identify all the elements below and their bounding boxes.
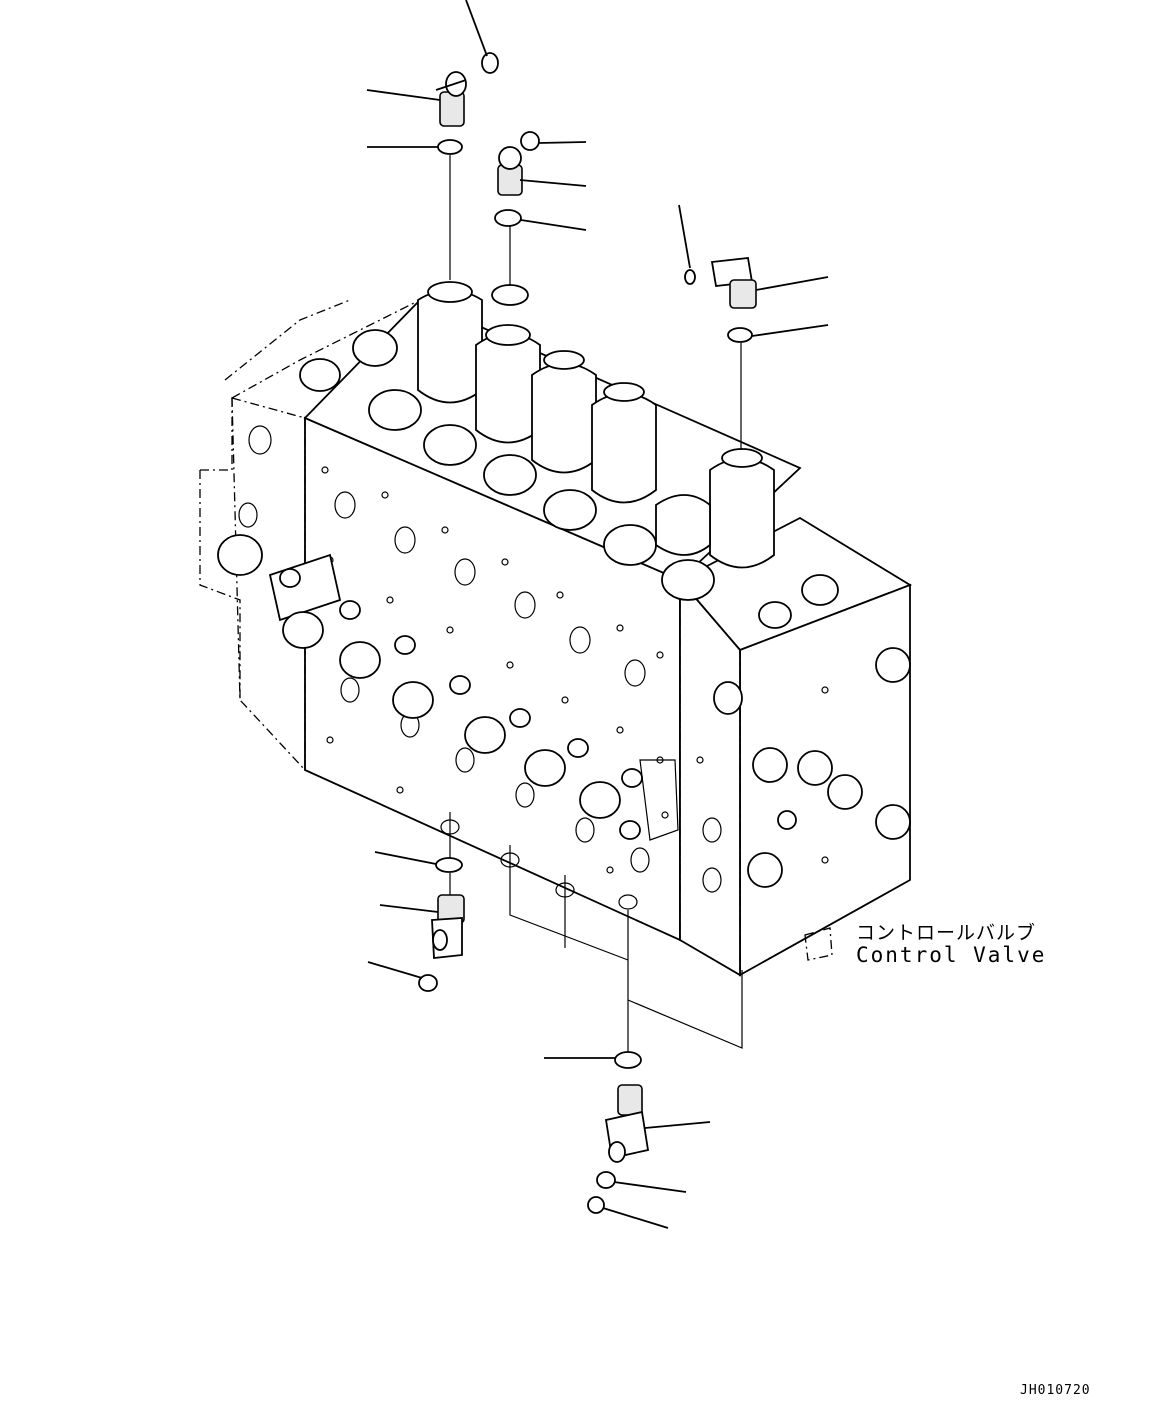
- end-block-bolts: [696, 647, 911, 893]
- top-hex-plugs: [217, 329, 839, 629]
- upper-left-elbow-fitting: [435, 71, 467, 127]
- assembly-center-lines: [449, 155, 743, 1052]
- leader-lines: [366, 0, 829, 1229]
- lower-left-elbow-fitting: [431, 894, 465, 959]
- spool-caps: [268, 553, 679, 841]
- upper-right-elbow-fitting: [710, 257, 757, 309]
- relief-valve-caps: [417, 281, 775, 569]
- component-label-english: Control Valve: [856, 943, 1047, 967]
- drawing-code: JH010720: [1020, 1383, 1091, 1398]
- lower-tee-fitting: [604, 1084, 650, 1163]
- o-rings-top: [437, 52, 753, 343]
- control-valve-body: [199, 281, 913, 977]
- bolt-dots: [321, 466, 669, 874]
- upper-middle-elbow-fitting: [497, 146, 523, 196]
- port-holes: [238, 425, 650, 910]
- component-label-japanese: コントロールバルブ: [856, 922, 1037, 944]
